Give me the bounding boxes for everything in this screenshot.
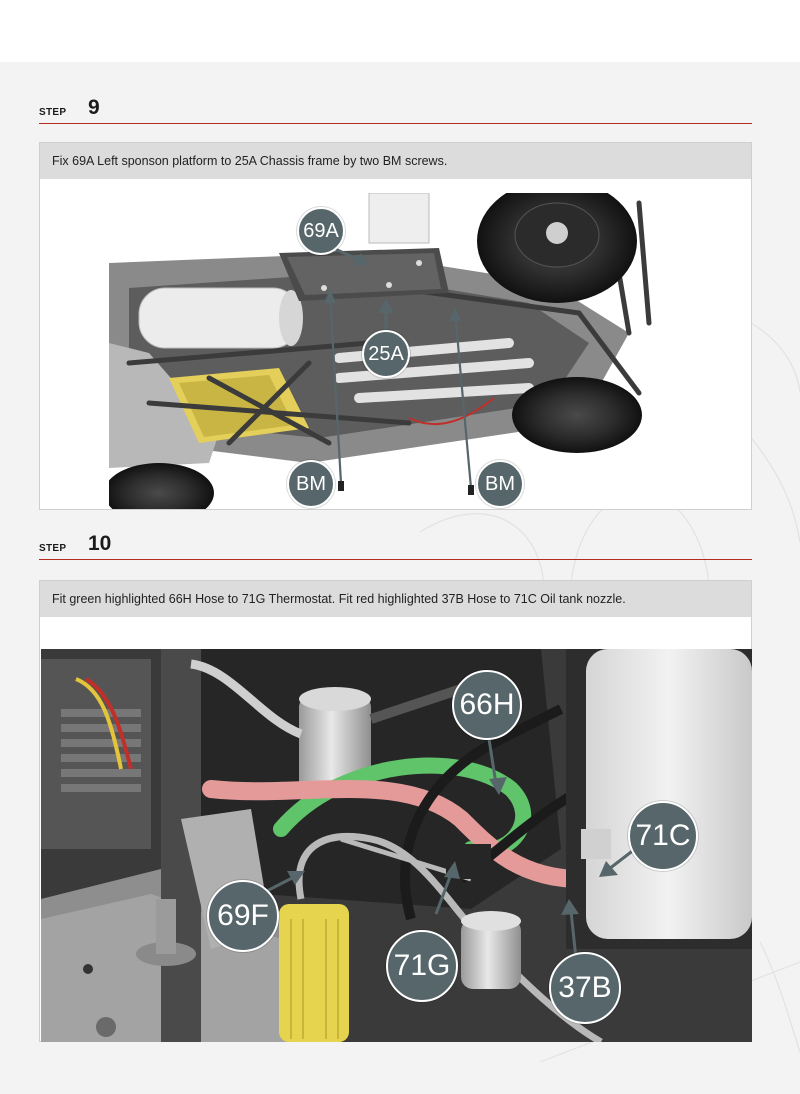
- callout-25a-label: 25A: [368, 342, 404, 365]
- step-9-instruction: Fix 69A Left sponson platform to 25A Cha…: [40, 143, 751, 179]
- step-10-panel: Fit green highlighted 66H Hose to 71G Th…: [39, 580, 752, 1042]
- step-9-number: 9: [88, 96, 100, 119]
- page-top-band: [0, 0, 800, 62]
- step-9-panel: Fix 69A Left sponson platform to 25A Cha…: [39, 142, 752, 510]
- step-10-illustration: [41, 649, 752, 1042]
- callout-71c-label: 71C: [635, 819, 691, 852]
- callout-bm-right-label: BM: [485, 472, 515, 495]
- callout-71c: 71C: [628, 801, 698, 871]
- callout-bm-right: BM: [476, 460, 524, 508]
- callout-25a: 25A: [362, 330, 410, 378]
- callout-66h: 66H: [452, 670, 522, 740]
- callout-66h-label: 66H: [459, 688, 515, 721]
- step-9-word: step: [39, 102, 67, 118]
- callout-bm-left-label: BM: [296, 472, 326, 495]
- callout-37b-label: 37B: [558, 971, 612, 1004]
- step-10-number: 10: [88, 532, 112, 555]
- callout-bm-left: BM: [287, 460, 335, 508]
- callout-71g-label: 71G: [393, 949, 451, 982]
- callout-69a-label: 69A: [303, 219, 339, 242]
- step-10-heading: step 10: [39, 532, 752, 560]
- callout-37b: 37B: [549, 952, 621, 1024]
- step-10-word: step: [39, 538, 67, 554]
- step-9-heading: step 9: [39, 96, 752, 124]
- callout-69f-label: 69F: [217, 899, 269, 932]
- callout-69f: 69F: [207, 880, 279, 952]
- callout-71g: 71G: [386, 930, 458, 1002]
- step-10-instruction: Fit green highlighted 66H Hose to 71G Th…: [40, 581, 751, 617]
- callout-69a: 69A: [297, 207, 345, 255]
